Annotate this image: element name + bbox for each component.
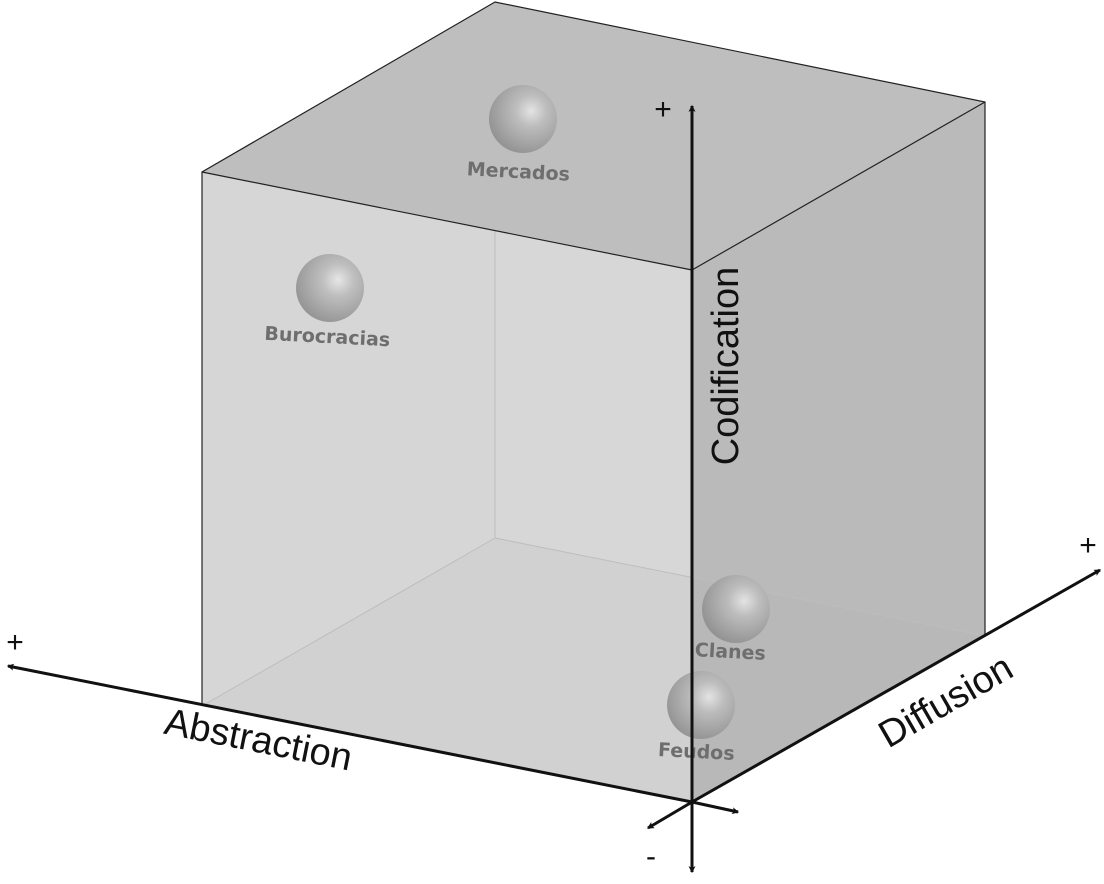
node-label-feudos: Feudos bbox=[657, 739, 735, 765]
axis-abstraction bbox=[6, 663, 693, 830]
node-mercados: Mercados bbox=[466, 85, 570, 186]
diffusion-plus-sign: + bbox=[1079, 529, 1097, 562]
node-clanes: Clanes bbox=[694, 575, 770, 665]
axis-label-codification: Codification bbox=[705, 267, 747, 466]
cube-right-face bbox=[692, 102, 985, 802]
abstraction-plus-sign: + bbox=[6, 626, 24, 659]
origin-minus-sign: - bbox=[646, 840, 656, 873]
cube-top-face bbox=[202, 2, 985, 270]
cube-front-face bbox=[202, 172, 692, 802]
node-label-clanes: Clanes bbox=[694, 639, 766, 665]
cube bbox=[201, 1, 986, 802]
codification-plus-sign: + bbox=[654, 93, 672, 126]
node-label-mercados: Mercados bbox=[466, 158, 570, 185]
axis-diffusion bbox=[691, 568, 1102, 815]
node-feudos: Feudos bbox=[657, 671, 735, 765]
